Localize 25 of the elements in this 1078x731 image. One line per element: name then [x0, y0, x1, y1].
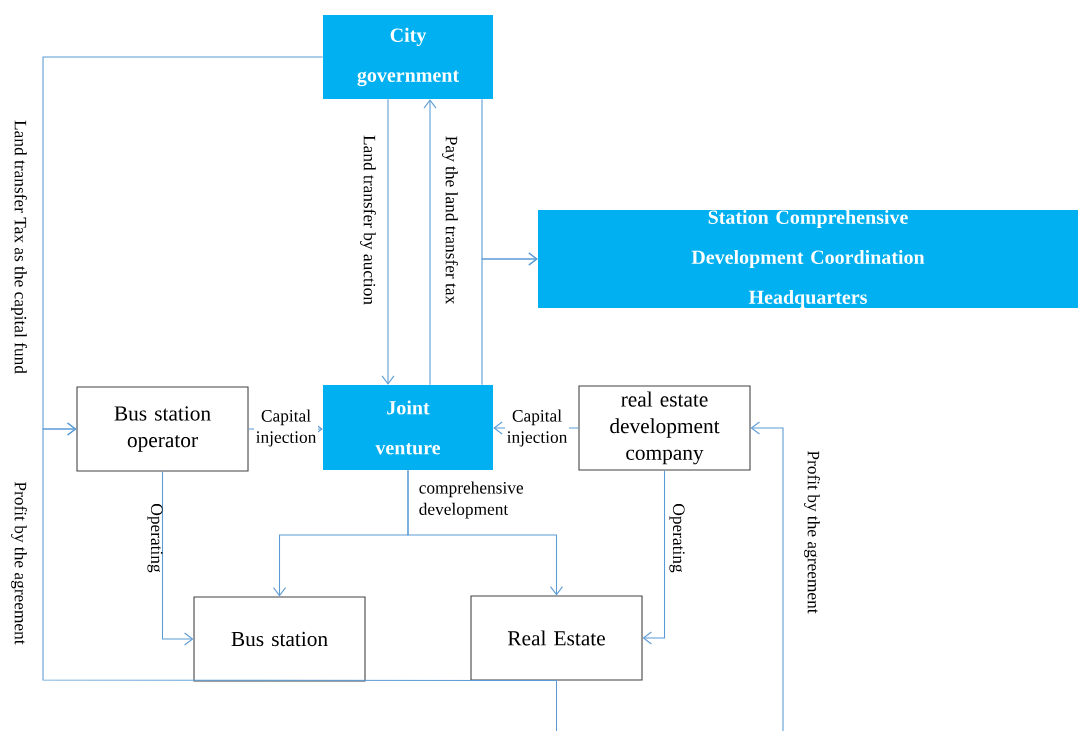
- arrow: [407, 469, 564, 596]
- arrow: [642, 470, 666, 645]
- entity-box: Joint venture: [323, 385, 493, 470]
- arrow: [481, 252, 538, 386]
- arrow: [42, 422, 558, 682]
- arrow: [161, 471, 194, 646]
- edge-label: Land transfer by auction: [360, 135, 376, 305]
- entity-box: real estate development company: [578, 385, 751, 471]
- edge-label: Operating: [147, 504, 163, 573]
- entity-box: Bus station operator: [76, 386, 249, 472]
- arrow: [555, 421, 784, 731]
- arrow: [381, 98, 395, 385]
- edge-label: Profit by the agreement: [11, 481, 27, 645]
- edge-label: comprehensive development: [419, 481, 524, 519]
- edge-label: Profit by the agreement: [804, 450, 820, 614]
- edge-label: Pay the land transfer tax: [442, 136, 458, 305]
- edge-label: Capital injection: [254, 408, 318, 448]
- edge-label: Operating: [669, 504, 685, 573]
- entity-box: Bus station: [193, 596, 366, 682]
- entity-box: Station Comprehensive Development Coordination Headquarters: [538, 209, 1078, 309]
- entity-box: Real Estate: [470, 595, 643, 681]
- entity-box: City government: [323, 15, 493, 99]
- edge-label: Land transfer Tax as the capital fund: [11, 120, 27, 374]
- edge-label: Capital injection: [505, 408, 569, 448]
- arrow: [423, 99, 437, 386]
